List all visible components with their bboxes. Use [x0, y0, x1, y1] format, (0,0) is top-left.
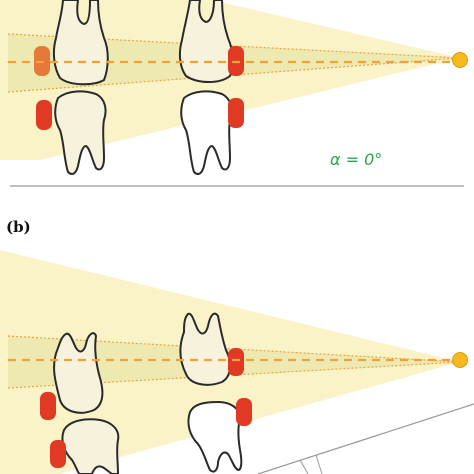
marker-red-upper-right-b [228, 348, 244, 376]
lower-tooth-right-b [187, 400, 243, 473]
x-ray-source-b [452, 352, 468, 368]
lower-tooth-left-a [54, 90, 107, 175]
ground-line-b [257, 403, 474, 474]
upper-tooth-left-b [53, 332, 104, 414]
panel-label-b: (b) [6, 218, 31, 236]
marker-red-lower-left-upper-b [40, 392, 56, 420]
beam-edge-bottom-a [7, 57, 461, 93]
panel-a [0, 0, 468, 187]
panel-b [0, 250, 474, 474]
lower-tooth-left-b [61, 418, 120, 474]
beam-edge-top-b [7, 335, 461, 363]
upper-tooth-left-a [52, 0, 109, 86]
lower-tooth-right-a [180, 90, 233, 175]
x-ray-source-a [452, 52, 468, 68]
ground-tick-1-b [299, 459, 309, 474]
upper-tooth-right-b [179, 312, 232, 386]
marker-red-lower-right-a [228, 98, 244, 128]
marker-red-lower-left-b [50, 440, 66, 468]
beam-edge-bottom-b [7, 361, 461, 389]
beam-edge-top-a [7, 33, 461, 59]
marker-red-lower-right-b [236, 398, 252, 426]
ground-tick-2-b [315, 454, 323, 474]
angle-label: α = 0° [330, 150, 383, 169]
marker-red-lower-left-a [36, 100, 52, 130]
